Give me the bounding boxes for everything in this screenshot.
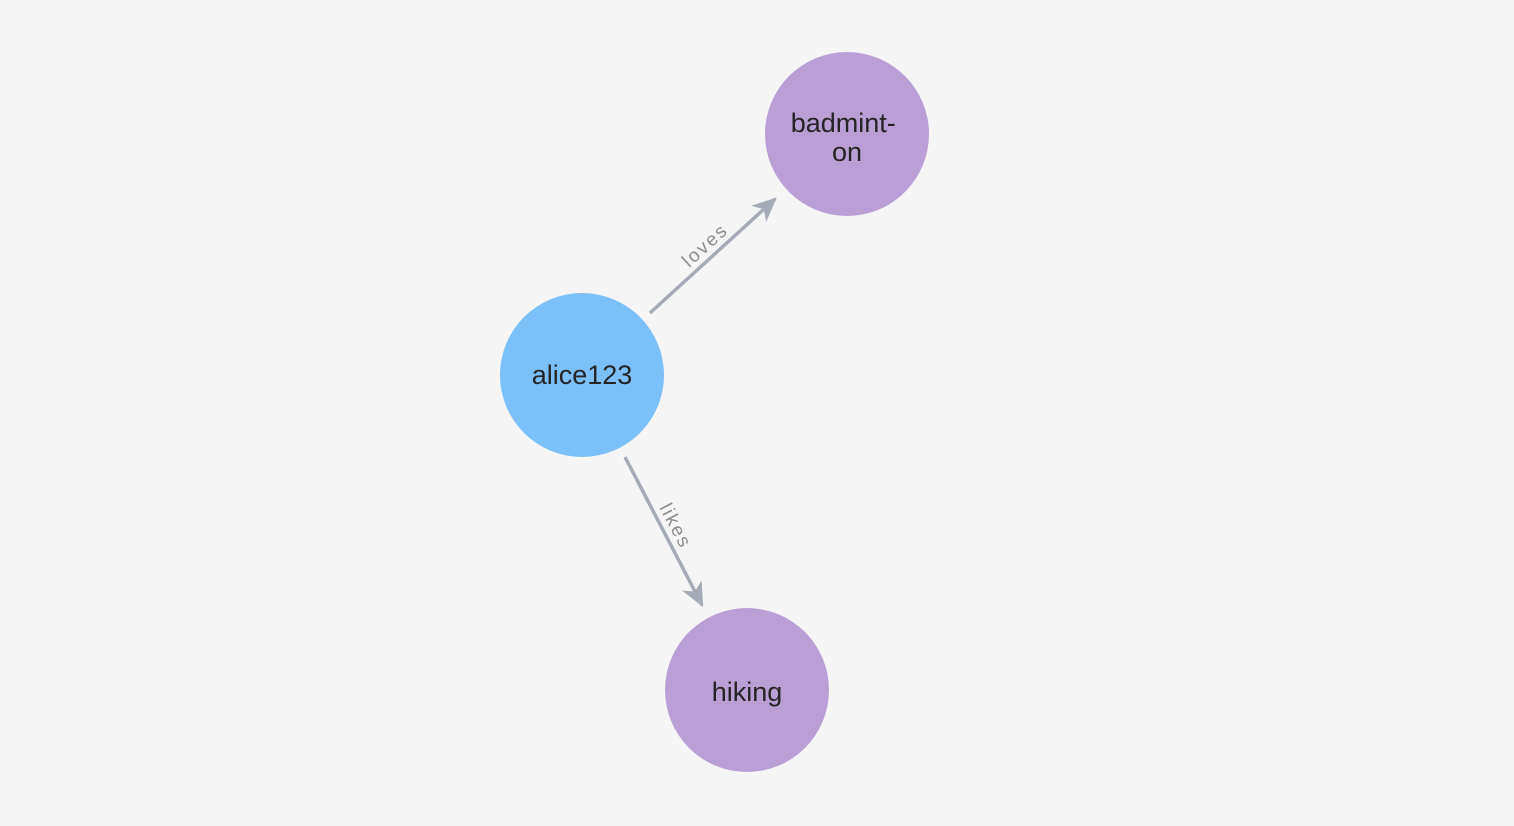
node-badminton-circle[interactable] — [765, 52, 929, 216]
node-badminton[interactable]: badmint- on — [765, 52, 929, 216]
node-hiking-circle[interactable] — [665, 608, 829, 772]
edge-likes-line[interactable] — [623, 456, 704, 608]
node-alice123[interactable]: alice123 — [500, 293, 664, 457]
node-alice123-circle[interactable] — [500, 293, 664, 457]
edge-loves-line[interactable] — [648, 197, 777, 315]
node-hiking[interactable]: hiking — [665, 608, 829, 772]
